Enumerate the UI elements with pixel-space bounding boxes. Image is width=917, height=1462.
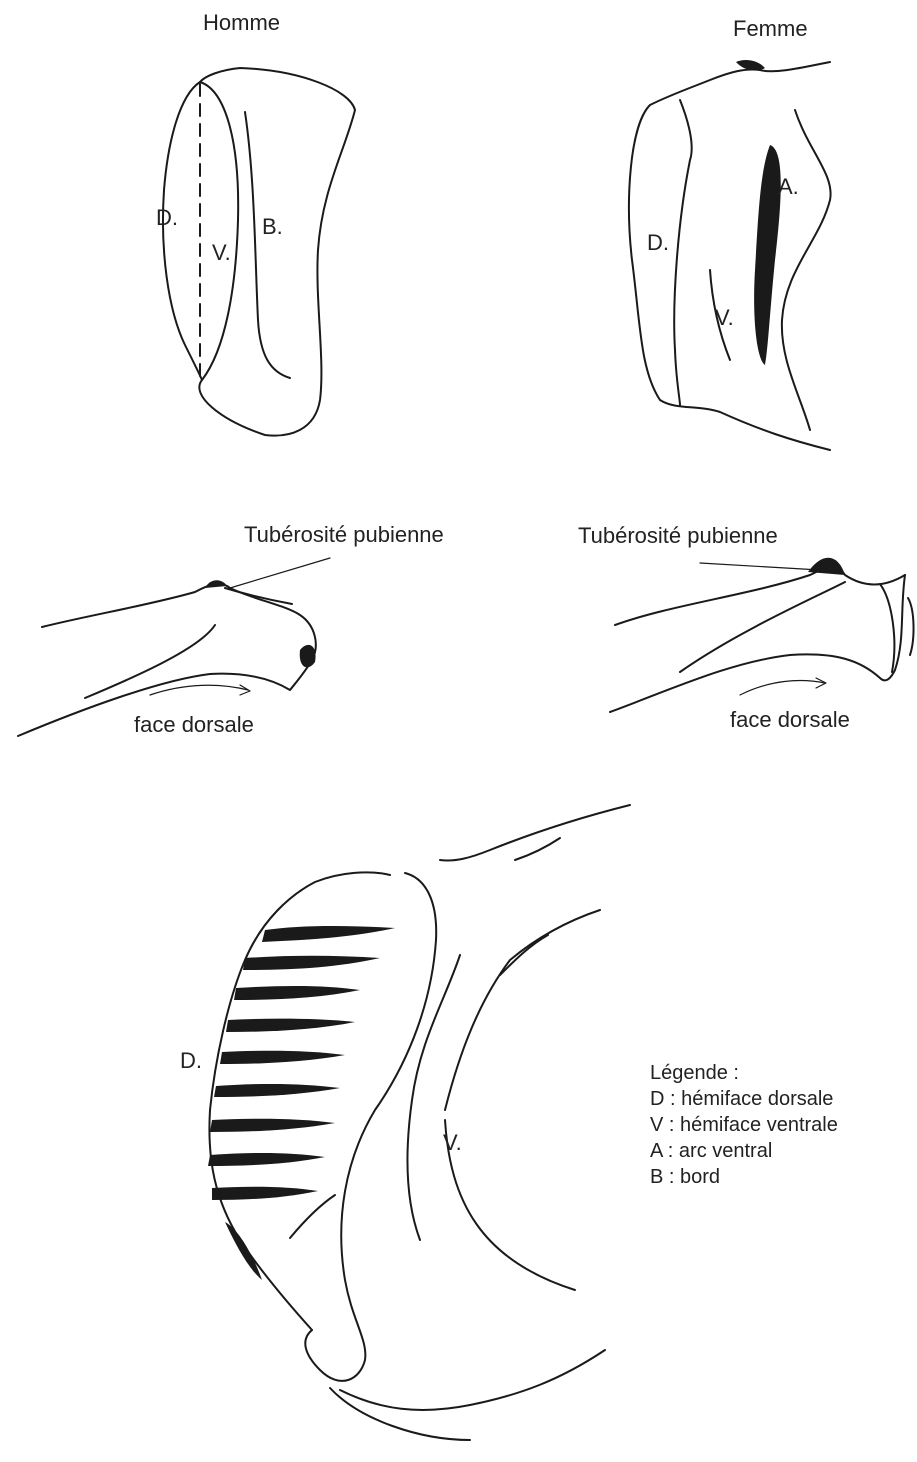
female-label-d: D. [647,232,669,254]
legend: Légende : D : hémiface dorsale V : hémif… [650,1060,838,1190]
legend-item-a: A : arc ventral [650,1138,838,1164]
male-symphysis-drawing [163,68,355,436]
male-label-d: D. [156,207,178,229]
female-symphysis-drawing [629,60,831,450]
male-tuberosity-annotation: Tubérosité pubienne [244,524,444,546]
male-dorsal-face-label: face dorsale [134,714,254,736]
female-title: Femme [733,18,808,40]
male-lateral-drawing [18,558,330,736]
male-label-b: B. [262,216,283,238]
legend-item-d: D : hémiface dorsale [650,1086,838,1112]
detail-label-v: V. [443,1132,462,1154]
legend-item-v: V : hémiface ventrale [650,1112,838,1138]
legend-title: Légende : [650,1060,838,1086]
female-label-a: A. [778,176,799,198]
female-lateral-drawing [610,558,914,712]
detailed-symphysis-drawing [208,805,630,1440]
legend-item-b: B : bord [650,1164,838,1190]
female-tuberosity-annotation: Tubérosité pubienne [578,525,778,547]
male-label-v: V. [212,242,231,264]
detail-label-d: D. [180,1050,202,1072]
male-title: Homme [203,12,280,34]
female-label-v: V. [715,307,734,329]
female-dorsal-face-label: face dorsale [730,709,850,731]
